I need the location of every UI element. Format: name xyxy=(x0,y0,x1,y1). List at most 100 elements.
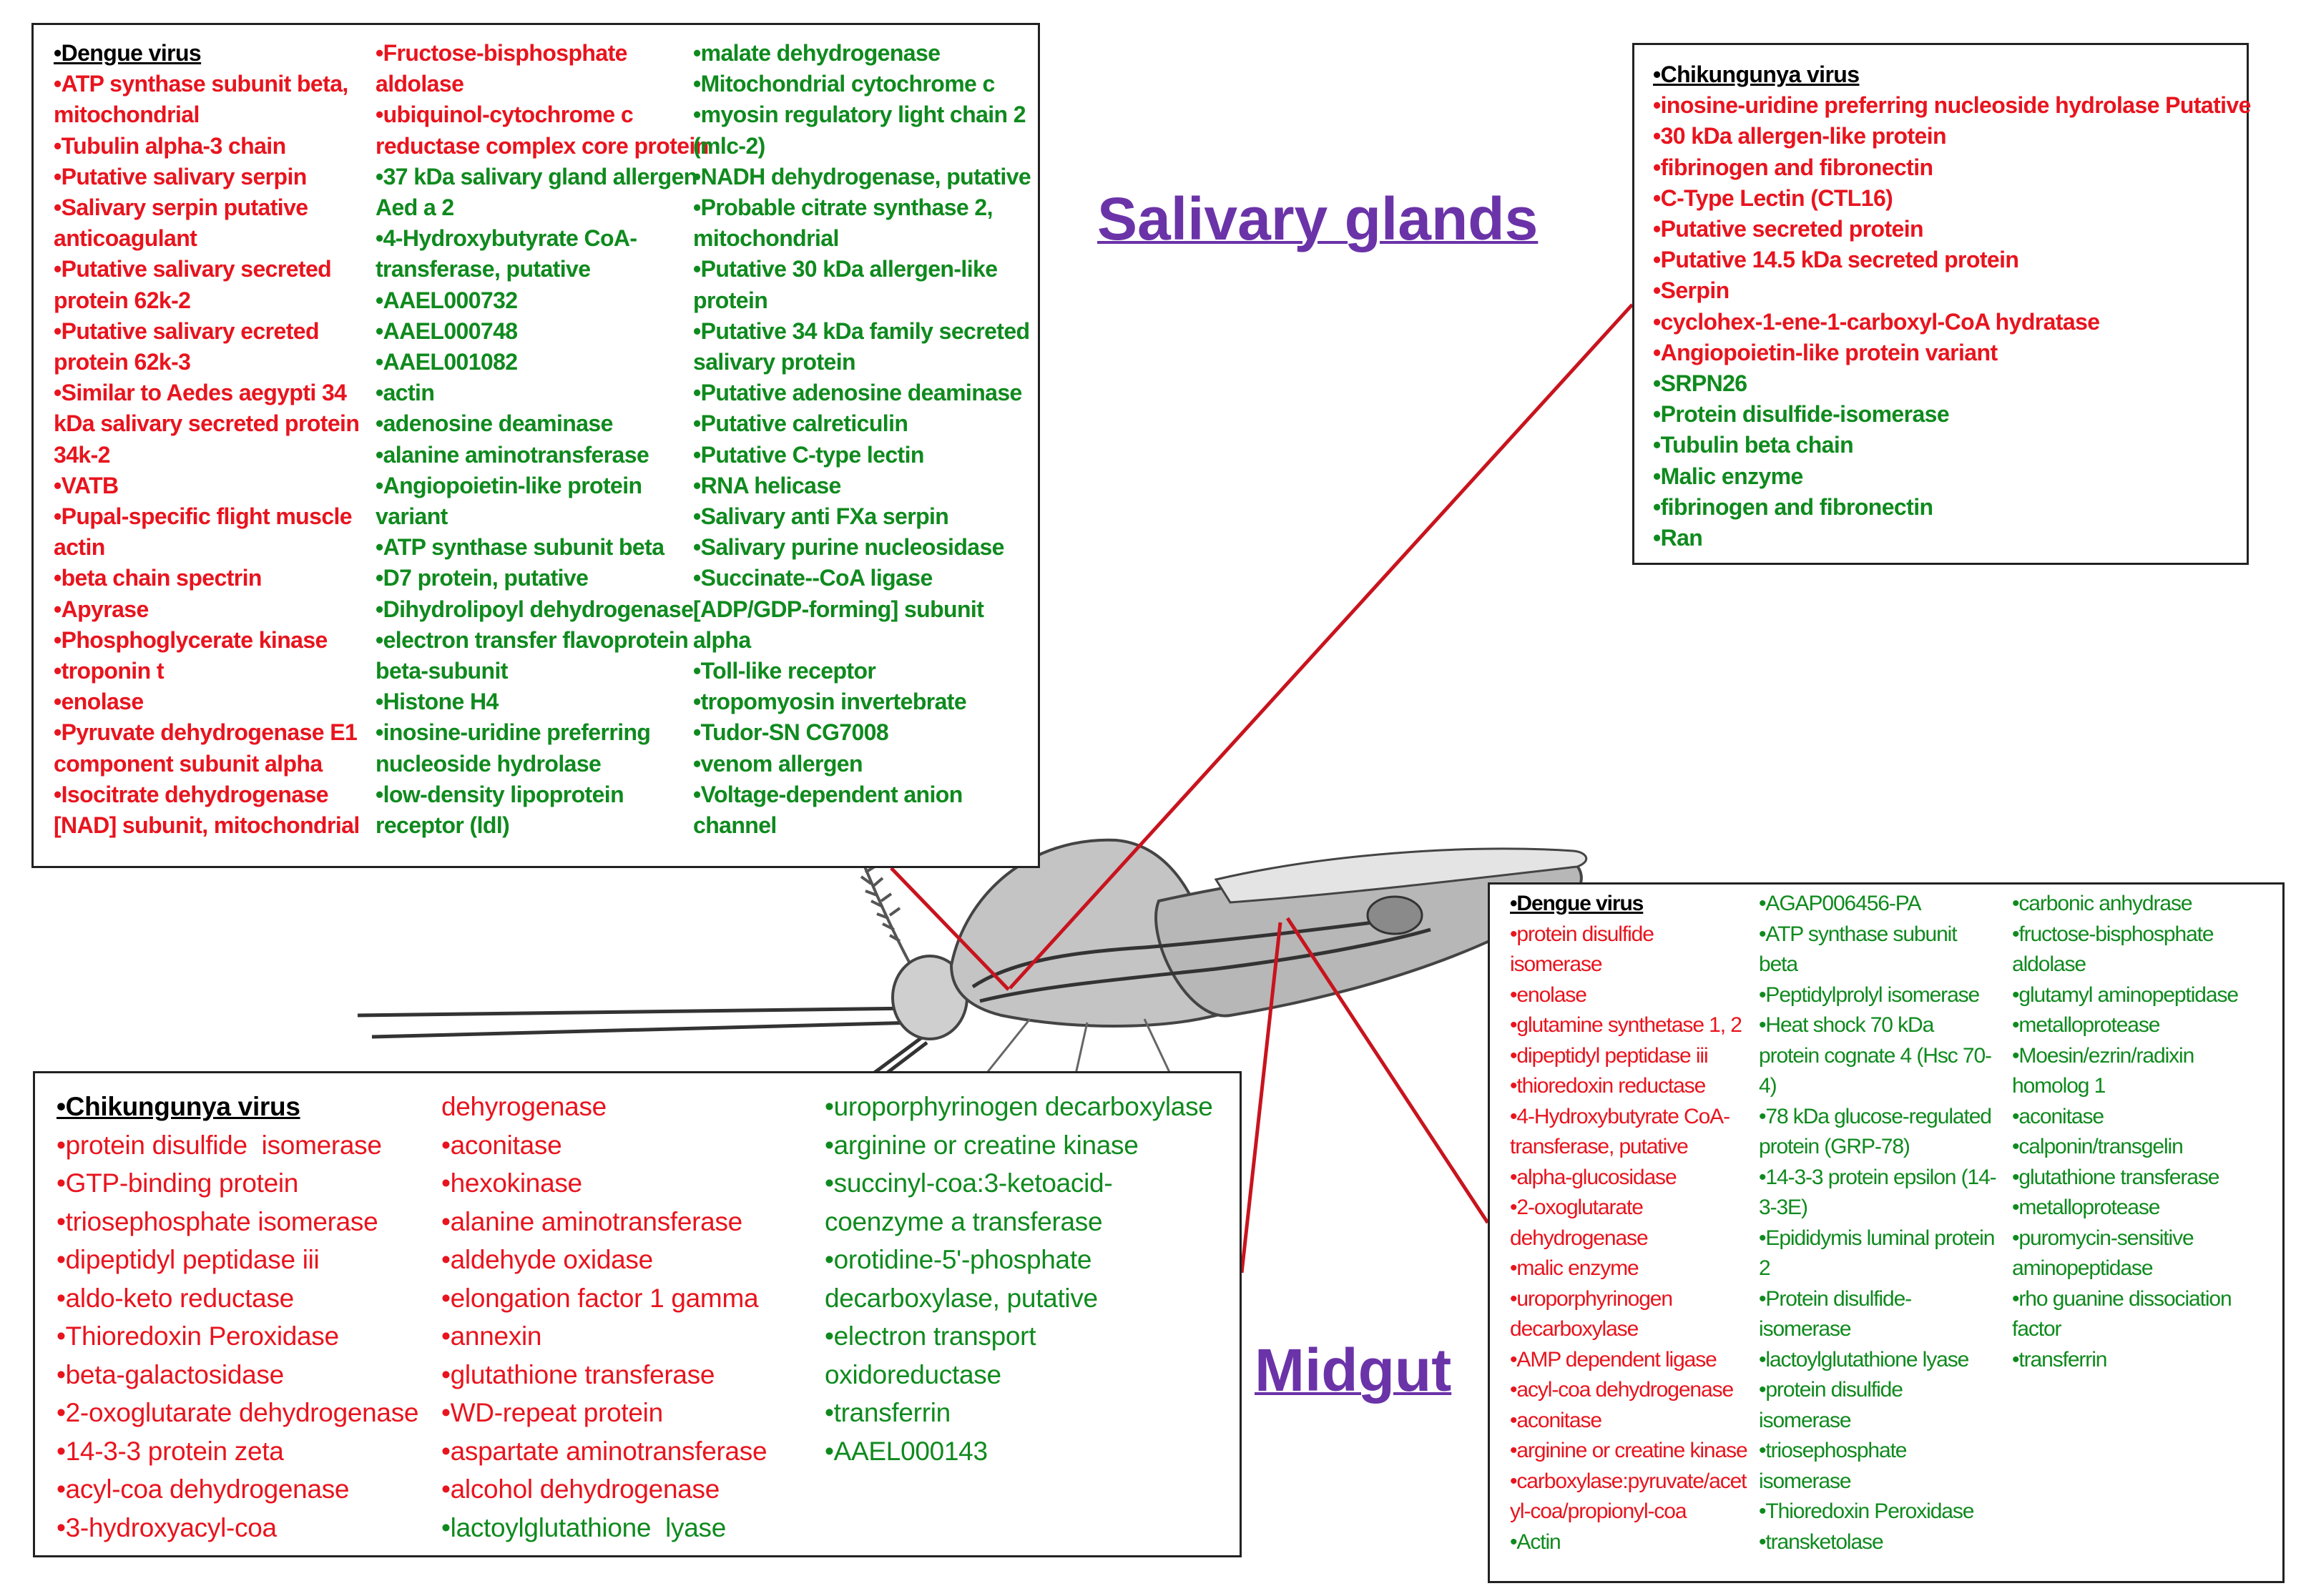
protein-list-item: protein 62k-2 xyxy=(54,287,191,313)
protein-list-item: 2 xyxy=(1759,1256,1771,1280)
protein-list-item: •tropomyosin invertebrate xyxy=(693,689,967,715)
protein-list-item: •protein disulfide xyxy=(1759,1378,1903,1402)
protein-list-item: •beta chain spectrin xyxy=(54,565,262,591)
protein-list-item: •aldo-keto reductase xyxy=(57,1283,294,1313)
protein-list-item: •4-Hydroxybutyrate CoA- xyxy=(1510,1104,1730,1128)
protein-list-item: yl-coa/propionyl-coa xyxy=(1510,1499,1687,1523)
dengue-midgut-col-3: •carbonic anhydrase •fructose-bisphosphat… xyxy=(2012,889,2239,1375)
protein-list-item: •Moesin/ezrin/radixin xyxy=(2012,1043,2194,1068)
protein-list-item: •transketolase xyxy=(1759,1530,1884,1554)
protein-list-item: •succinyl-coa:3-ketoacid- xyxy=(825,1168,1113,1198)
protein-list-item: •AGAP006456-PA xyxy=(1759,892,1921,915)
protein-list-item: •2-oxoglutarate xyxy=(1510,1196,1644,1219)
protein-list-item: •Fructose-bisphosphate xyxy=(376,40,627,66)
protein-list-item: •dipeptidyl peptidase iii xyxy=(1510,1043,1709,1068)
protein-list-item: •aconitase xyxy=(441,1130,562,1160)
protein-list-item: decarboxylase xyxy=(1510,1317,1639,1341)
protein-list-item: •inosine-uridine preferring nucleoside h… xyxy=(1653,92,2251,119)
protein-list-item: •GTP-binding protein xyxy=(57,1168,299,1198)
protein-list-item: dehyrogenase xyxy=(441,1092,607,1121)
protein-list-item: •ATP synthase subunit beta, xyxy=(54,71,348,97)
protein-list-item: •inosine-uridine preferring xyxy=(376,719,651,746)
protein-list-item: •glutamyl aminopeptidase xyxy=(2012,982,2239,1007)
protein-list-item: •NADH dehydrogenase, putative xyxy=(693,163,1031,189)
protein-list-item: •AAEL000732 xyxy=(376,287,518,313)
protein-list-item: •Putative 30 kDa allergen-like xyxy=(693,256,998,282)
protein-list-item: •Dihydrolipoyl dehydrogenase xyxy=(376,596,694,622)
protein-list-item: •metalloprotease xyxy=(2012,1013,2160,1037)
protein-list-item: •aldehyde oxidase xyxy=(441,1245,653,1274)
protein-list-item: salivary protein xyxy=(693,349,856,375)
protein-list-item: •VATB xyxy=(54,472,119,498)
protein-list-item: •thioredoxin reductase xyxy=(1510,1074,1706,1098)
protein-list-item: •Pupal-specific flight muscle xyxy=(54,503,353,530)
protein-list-item: receptor (ldl) xyxy=(376,812,510,839)
protein-list-item: •carbonic anhydrase xyxy=(2012,892,2193,915)
protein-list-item: coenzyme a transferase xyxy=(825,1206,1103,1236)
protein-list-item: •RNA helicase xyxy=(693,472,841,498)
protein-list-item: •alanine aminotransferase xyxy=(376,441,649,468)
protein-list-item: [NAD] subunit, mitochondrial xyxy=(54,812,360,839)
protein-list-item: •protein disulfide isomerase xyxy=(57,1130,382,1160)
protein-list-item: variant xyxy=(376,503,448,530)
protein-list-item: •78 kDa glucose-regulated xyxy=(1759,1104,1992,1128)
protein-list-item: component subunit alpha xyxy=(54,750,323,777)
protein-list-item: •Pyruvate dehydrogenase E1 xyxy=(54,719,358,746)
protein-list-item: •Putative secreted protein xyxy=(1653,216,1924,242)
protein-list-item: •carboxylase:pyruvate/acet xyxy=(1510,1469,1747,1493)
protein-list-item: •Putative salivary secreted xyxy=(54,256,332,282)
protein-list-item: (mlc-2) xyxy=(693,132,765,159)
protein-list-item: •adenosine deaminase xyxy=(376,410,613,437)
protein-list-item: •triosephosphate isomerase xyxy=(57,1206,378,1236)
chik-salivary-col-1: •Chikungunya virus •inosine-uridine prefe… xyxy=(1653,59,2251,553)
protein-list-item: •myosin regulatory light chain 2 xyxy=(693,102,1026,128)
protein-list-item: •aspartate aminotransferase xyxy=(441,1436,767,1466)
protein-list-item: •arginine or creatine kinase xyxy=(825,1130,1139,1160)
protein-list-item: •D7 protein, putative xyxy=(376,565,589,591)
protein-list-item: •Thioredoxin Peroxidase xyxy=(57,1321,339,1351)
leader-line-dengue-midgut xyxy=(1285,917,1490,1224)
virus-heading: •Chikungunya virus xyxy=(1653,61,1860,87)
protein-list-item: •Malic enzyme xyxy=(1653,463,1803,489)
protein-list-item: •fructose-bisphosphate xyxy=(2012,922,2214,946)
chik-midgut-col-1: •Chikungunya virus •protein disulfide iso… xyxy=(57,1088,418,1547)
protein-list-item: dehydrogenase xyxy=(1510,1226,1649,1250)
protein-list-item: •ubiquinol-cytochrome c xyxy=(376,102,634,128)
protein-list-item: channel xyxy=(693,812,777,839)
protein-list-item: •Tubulin beta chain xyxy=(1653,432,1854,458)
protein-list-item: •2-oxoglutarate dehydrogenase xyxy=(57,1398,419,1427)
protein-list-item: •ATP synthase subunit beta xyxy=(376,534,664,561)
protein-list-item: •WD-repeat protein xyxy=(441,1398,663,1427)
protein-list-item: transferase, putative xyxy=(1510,1135,1689,1158)
protein-list-item: •glutamine synthetase 1, 2 xyxy=(1510,1013,1742,1037)
protein-list-item: mitochondrial xyxy=(693,225,839,252)
protein-list-item: protein 62k-3 xyxy=(54,349,191,375)
protein-list-item: anticoagulant xyxy=(54,225,197,252)
leader-line-dengue-salivary xyxy=(890,867,1010,991)
protein-list-item: •annexin xyxy=(441,1321,542,1351)
protein-list-item: •dipeptidyl peptidase iii xyxy=(57,1245,320,1274)
protein-list-item: •triosephosphate xyxy=(1759,1439,1907,1462)
protein-list-item: •C-Type Lectin (CTL16) xyxy=(1653,184,1893,211)
protein-list-item: beta xyxy=(1759,952,1798,976)
protein-list-item: homolog 1 xyxy=(2012,1074,2106,1098)
protein-list-item: •hexokinase xyxy=(441,1168,582,1198)
protein-list-item: •uroporphyrinogen decarboxylase xyxy=(825,1092,1213,1121)
protein-list-item: •electron transfer flavoprotein xyxy=(376,626,689,653)
protein-list-item: •AMP dependent ligase xyxy=(1510,1347,1717,1371)
protein-list-item: aldolase xyxy=(2012,952,2086,976)
protein-list-item: •protein disulfide xyxy=(1510,922,1654,946)
protein-list-item: •AAEL000748 xyxy=(376,317,518,344)
protein-list-item: •Angiopoietin-like protein variant xyxy=(1653,339,1998,365)
protein-list-item: •acyl-coa dehydrogenase xyxy=(1510,1378,1734,1402)
protein-list-item: decarboxylase, putative xyxy=(825,1283,1098,1313)
protein-list-item: isomerase xyxy=(1759,1469,1852,1493)
protein-list-item: •aconitase xyxy=(1510,1408,1602,1432)
protein-list-item: •Protein disulfide- xyxy=(1759,1286,1912,1311)
virus-heading: •Chikungunya virus xyxy=(57,1092,300,1121)
protein-list-item: •cyclohex-1-ene-1-carboxyl-CoA hydratase xyxy=(1653,308,2100,335)
protein-list-item: •Putative calreticulin xyxy=(693,410,908,437)
